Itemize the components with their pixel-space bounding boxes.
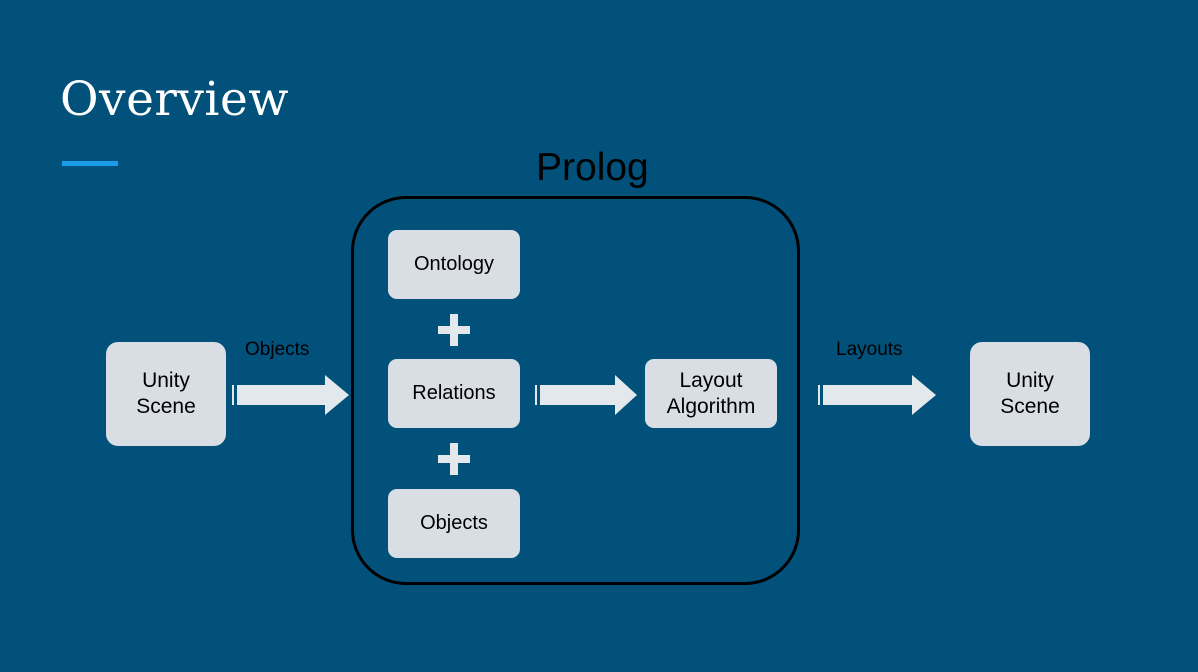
objects-node: Objects xyxy=(388,489,520,558)
edge-label-objects: Objects xyxy=(245,339,310,360)
layout-algorithm-label: Layout Algorithm xyxy=(666,368,756,418)
unity-scene-input-node: Unity Scene xyxy=(106,342,226,446)
prolog-group-frame xyxy=(351,196,800,585)
unity-scene-output-label: Unity Scene xyxy=(1000,369,1060,418)
edge-label-layouts: Layouts xyxy=(836,339,903,360)
slide-title: Overview xyxy=(60,72,289,127)
arrow-right-icon xyxy=(232,375,349,415)
layout-algorithm-node: Layout Algorithm xyxy=(645,359,777,428)
ontology-node: Ontology xyxy=(388,230,520,299)
arrow-right-icon xyxy=(535,375,637,415)
unity-scene-output-node: Unity Scene xyxy=(970,342,1090,446)
relations-label: Relations xyxy=(412,382,496,405)
unity-scene-input-label: Unity Scene xyxy=(136,369,196,418)
objects-label: Objects xyxy=(420,512,488,535)
relations-node: Relations xyxy=(388,359,520,428)
ontology-label: Ontology xyxy=(413,253,495,276)
arrow-right-icon xyxy=(818,375,936,415)
plus-icon xyxy=(438,314,470,346)
prolog-group-label: Prolog xyxy=(536,146,649,189)
title-underline xyxy=(62,161,118,166)
plus-icon xyxy=(438,443,470,475)
